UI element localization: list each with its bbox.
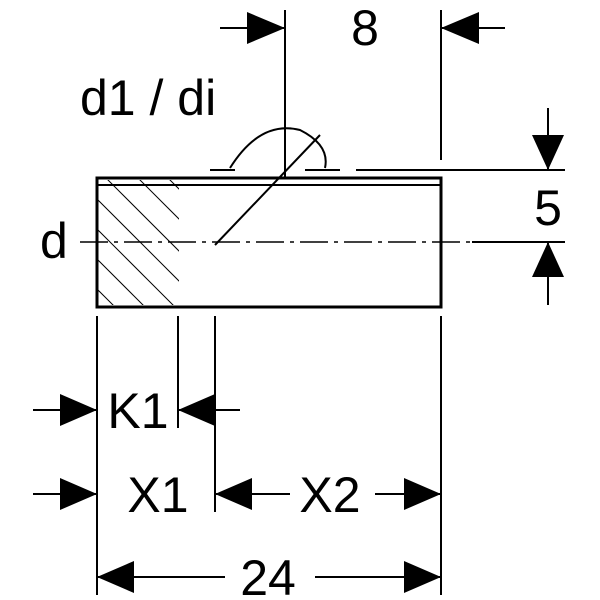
diameter-label: d1 / di xyxy=(80,70,216,126)
overall-dimension xyxy=(97,561,441,593)
top-dimension-value: 8 xyxy=(351,0,379,56)
hatched-section xyxy=(98,180,179,305)
right-dimension-value: 5 xyxy=(534,180,562,236)
x2-label: X2 xyxy=(299,467,360,523)
diameter-symbol xyxy=(210,10,340,246)
top-dimension xyxy=(220,10,505,160)
k1-dimension xyxy=(33,394,240,426)
right-dimension xyxy=(356,108,565,305)
overall-length-label: 24 xyxy=(240,550,296,600)
x-dimensions xyxy=(33,478,441,510)
outer-diameter-label: d xyxy=(40,213,68,269)
k1-label: K1 xyxy=(107,383,168,439)
x1-label: X1 xyxy=(127,467,188,523)
